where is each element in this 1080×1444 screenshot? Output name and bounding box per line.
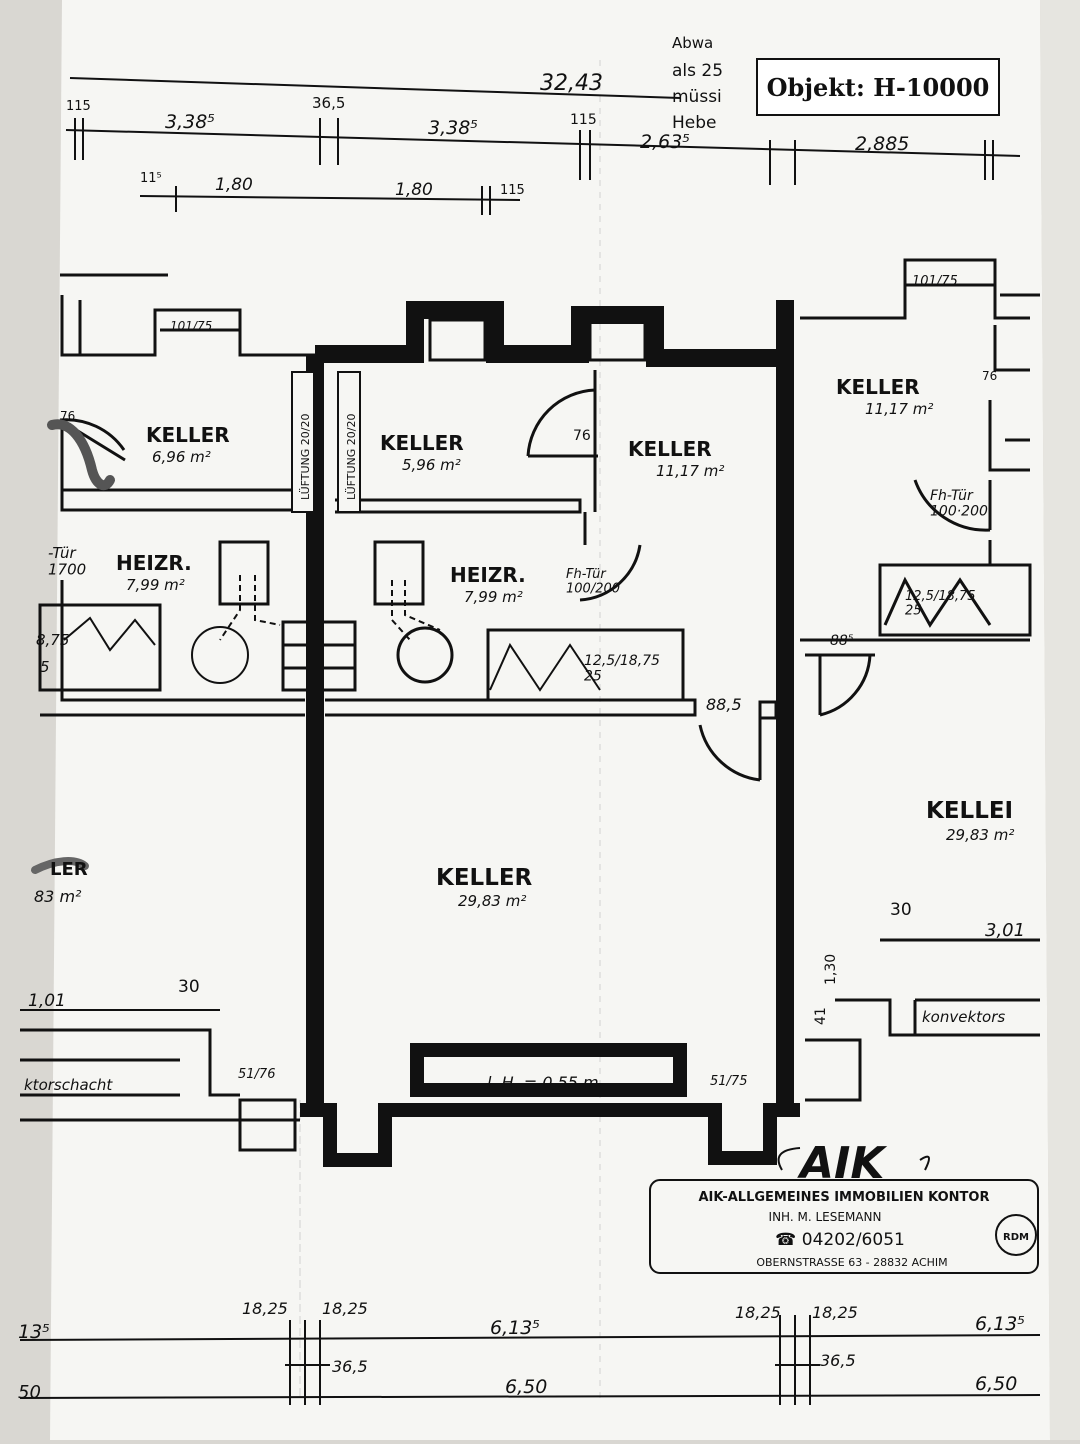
center-keller-mid-area: 11,17 m² — [656, 462, 724, 480]
bottom-dim-50: 50 — [18, 1382, 41, 1403]
dim-365: 36,5 — [312, 94, 345, 112]
center-keller-mid-name: KELLER — [628, 437, 712, 461]
left-window-bottom: 51/76 — [238, 1067, 275, 1082]
right-window-label: 101/75 — [912, 274, 958, 289]
bottom-dim-1825-b: 18,25 — [322, 1299, 368, 1318]
right-keller-door: 76 — [982, 369, 997, 383]
left-dim-30: 30 — [178, 977, 200, 997]
rdm-seal: RDM — [1003, 1232, 1029, 1243]
dim-2635: 2,63⁵ — [640, 131, 690, 153]
left-window-label: 101/75 — [170, 319, 212, 333]
binder-clip-icon — [47, 419, 115, 491]
center-keller-small-name: KELLER — [380, 431, 464, 455]
right-dim-30: 30 — [890, 900, 912, 920]
right-dim-301: 3,01 — [985, 920, 1025, 941]
center-door-885: 88,5 — [706, 695, 742, 714]
stamp-owner: INH. M. LESEMANN — [769, 1210, 882, 1224]
center-large-name: KELLER — [436, 865, 533, 891]
bottom-dim-365-b: 36,5 — [820, 1351, 856, 1370]
right-large-area: 29,83 m² — [946, 826, 1014, 844]
bottom-dimension-lines — [19, 1315, 1041, 1405]
bottom-dim-1825-a: 18,25 — [242, 1299, 288, 1318]
objekt-label-box: Objekt: H-10000 — [756, 58, 1000, 116]
bottom-dim-1825-d: 18,25 — [812, 1303, 858, 1322]
bottom-dim-650-b: 6,50 — [975, 1373, 1017, 1395]
center-unit-walls — [281, 300, 800, 1167]
center-lh-label: l. H. = 0,55 m — [487, 1073, 599, 1092]
objekt-label: Objekt: H-10000 — [766, 72, 990, 102]
left-konvektor: ktorschacht — [24, 1076, 113, 1094]
svg-text:müssi: müssi — [672, 87, 722, 107]
dim-338-b: 3,38⁵ — [428, 117, 478, 139]
dim-2885: 2,885 — [855, 133, 909, 155]
right-keller-name: KELLER — [836, 375, 920, 399]
bottom-dim-6135-b: 6,13⁵ — [975, 1313, 1025, 1335]
left-keller-door: 76 — [60, 409, 75, 423]
right-keller-area: 11,17 m² — [865, 400, 933, 418]
binder-clip-icon — [31, 857, 89, 874]
bottom-dim-365-a: 36,5 — [332, 1357, 368, 1376]
bottom-dim-6135-a: 6,13⁵ — [490, 1317, 540, 1339]
dim-total: 32,43 — [540, 71, 603, 96]
center-large-area: 29,83 m² — [458, 892, 526, 910]
left-heizr-name: HEIZR. — [116, 551, 192, 575]
left-keller-area: 6,96 m² — [152, 448, 211, 466]
left-stair-2: 5 — [40, 658, 50, 676]
lueftung-slots: LÜFTUNG 20/20 LÜFTUNG 20/20 — [291, 371, 361, 513]
center-heizr-name: HEIZR. — [450, 563, 526, 587]
svg-text:Abwa: Abwa — [672, 34, 713, 52]
left-dim-101: 1,01 — [28, 991, 66, 1011]
center-keller-small-area: 5,96 m² — [402, 456, 461, 474]
right-large-name: KELLEI — [926, 798, 1013, 824]
left-keller-name: KELLER — [146, 423, 230, 447]
left-large-name: LER — [50, 859, 88, 880]
svg-text:als 25: als 25 — [672, 61, 723, 81]
dim-180-a: 1,80 — [215, 175, 253, 195]
left-heizr-area: 7,99 m² — [126, 576, 185, 594]
top-note: Abwa als 25 müssi Hebe — [672, 34, 723, 133]
dim-115-c: 11⁵ — [140, 171, 162, 186]
dim-338-a: 3,38⁵ — [165, 111, 215, 133]
dim-115-a: 115 — [66, 99, 91, 114]
left-large-area: 83 m² — [34, 887, 82, 906]
right-door-88: 88⁵ — [830, 633, 854, 649]
dim-180-b: 1,80 — [395, 180, 433, 200]
dim-115-d: 115 — [500, 183, 525, 198]
right-konvektor: konvektors — [922, 1008, 1005, 1026]
right-dim-130: 1,30 — [823, 954, 839, 985]
lueftung-label-left: LÜFTUNG 20/20 — [299, 414, 312, 501]
left-stair-1: 8,75 — [36, 631, 69, 649]
aik-logo: AIK — [797, 1138, 887, 1189]
dim-115-b: 115 — [570, 112, 597, 128]
stamp-address: OBERNSTRASSE 63 - 28832 ACHIM — [756, 1256, 947, 1269]
center-keller-mid-door: 76 — [573, 428, 591, 444]
bottom-dim-135: 13⁵ — [18, 1321, 50, 1343]
bottom-dim-1825-c: 18,25 — [735, 1303, 781, 1322]
top-dimension-lines — [65, 77, 1021, 215]
paper — [50, 0, 1050, 1440]
company-stamp: AIK AIK-ALLGEMEINES IMMOBILIEN KONTOR IN… — [649, 1138, 1039, 1274]
center-heizr-area: 7,99 m² — [464, 588, 523, 606]
lueftung-label-right: LÜFTUNG 20/20 — [345, 414, 358, 501]
right-dim-41: 41 — [813, 1007, 829, 1025]
center-window-bottom: 51/75 — [710, 1074, 747, 1089]
right-unit-walls — [800, 258, 1040, 1102]
stamp-company: AIK-ALLGEMEINES IMMOBILIEN KONTOR — [699, 1190, 990, 1205]
stamp-phone: ☎ 04202/6051 — [775, 1230, 905, 1250]
bottom-dim-650-a: 6,50 — [505, 1376, 547, 1398]
svg-text:Hebe: Hebe — [672, 113, 717, 133]
